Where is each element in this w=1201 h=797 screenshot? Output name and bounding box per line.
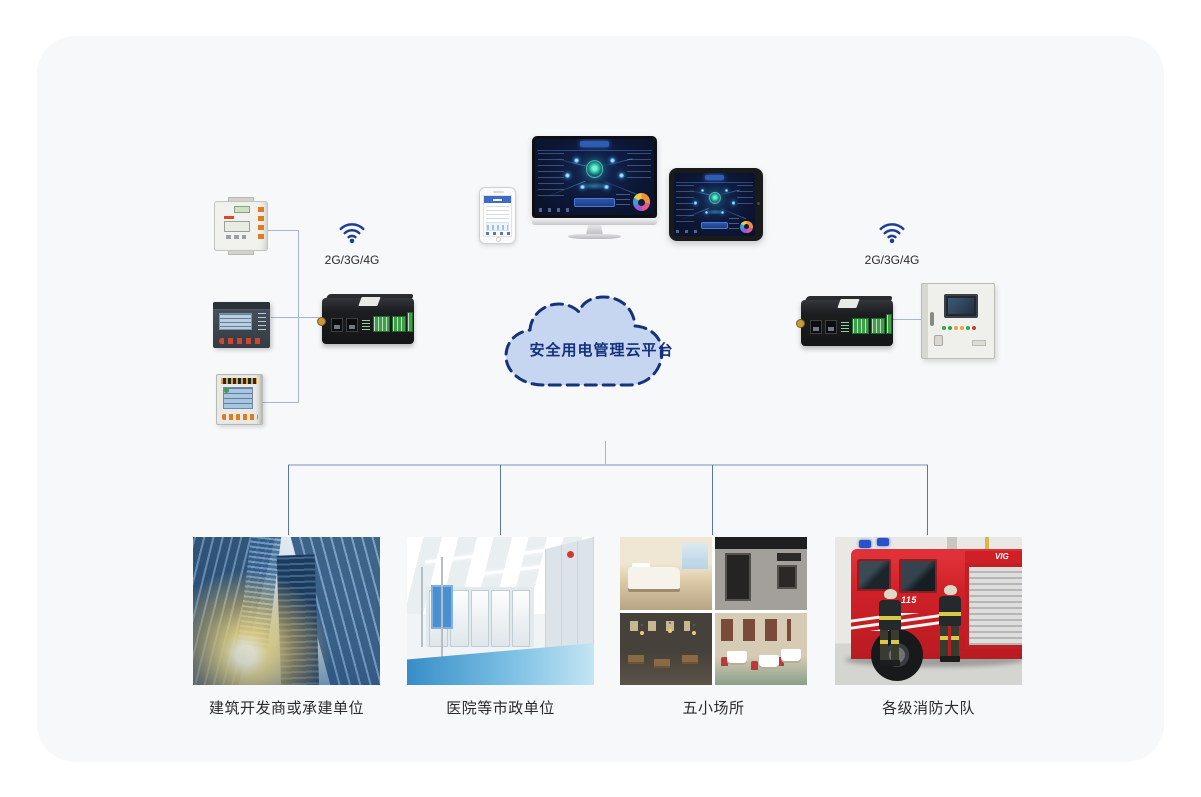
gateway-cabinet-link [890, 319, 921, 320]
dashboard-screen [535, 139, 654, 215]
meter3-link [260, 402, 299, 403]
meter1-link [268, 230, 299, 231]
camera-dot [757, 202, 760, 205]
drop-line-4 [927, 465, 928, 535]
tablet [669, 168, 763, 241]
din-rail-energy-meter [214, 197, 268, 255]
fire-truck-number: 115 [901, 595, 917, 605]
home-button [495, 236, 501, 242]
right-network-label: 2G/3G/4G [864, 253, 920, 267]
cabinet-screen [944, 294, 978, 318]
wifi-icon [877, 220, 907, 244]
terminal-block [373, 316, 390, 332]
beacon-light [877, 538, 889, 546]
drop-line-1 [288, 465, 289, 535]
ethernet-port [331, 318, 343, 332]
left-network-label: 2G/3G/4G [324, 253, 380, 267]
smartphone [479, 187, 516, 244]
sector-label-fire-brigades: 各级消防大队 [881, 700, 975, 717]
terminal-block [886, 314, 892, 334]
firefighter [937, 585, 963, 662]
monitor-stand [586, 225, 603, 235]
antenna-connector [318, 318, 325, 325]
left-4g-gateway [318, 294, 416, 346]
ethernet-port [825, 320, 837, 334]
truck-windshield [857, 559, 891, 591]
square-multifunction-meter [216, 374, 263, 425]
sun-flare [193, 567, 363, 685]
meter-lcd [219, 313, 252, 330]
dining-hall-photo [715, 612, 807, 685]
alarm-light [567, 551, 574, 558]
indicator-lights [942, 326, 982, 331]
cloud-stem-line [605, 441, 606, 465]
distribution-trunk-line [288, 464, 928, 466]
truck-door-window [899, 559, 937, 593]
fire-control-cabinet [921, 283, 995, 359]
donut-chart [740, 220, 753, 233]
sector-label-small-venues: 五小场所 [682, 700, 745, 717]
ethernet-port [346, 318, 358, 332]
beacon-light [859, 540, 871, 548]
meter-lcd [223, 387, 253, 409]
meter2-gateway-link [271, 317, 319, 318]
desktop-monitor [532, 136, 657, 240]
meter-buttons [222, 414, 258, 420]
storefront-photo [715, 537, 807, 610]
photo-fire-brigade: 115 VIG [835, 537, 1022, 685]
terminal-block [871, 318, 885, 334]
equipment-shutter [965, 563, 1022, 649]
restaurant-photo [620, 612, 712, 685]
drop-line-2 [500, 465, 501, 535]
cabinet-handle [930, 312, 934, 326]
cabinet-lock [934, 335, 943, 346]
monitor-screen [532, 136, 657, 218]
terminal-column [258, 207, 264, 241]
status-leds [362, 320, 370, 332]
donut-chart [632, 193, 651, 212]
photo-buildings [193, 537, 380, 685]
meter-lcd [224, 221, 250, 232]
meter-display [234, 206, 250, 213]
phone-screen [483, 195, 512, 237]
ethernet-port [810, 320, 822, 334]
photo-hospital [407, 537, 594, 685]
dashboard-screen [674, 173, 755, 236]
cloud-platform-label: 安全用电管理云平台 [529, 342, 674, 359]
antenna-connector [797, 320, 804, 327]
sector-label-hospitals: 医院等市政单位 [446, 700, 555, 717]
hotel-room-photo [620, 537, 712, 610]
photo-small-venues [620, 537, 807, 685]
wifi-icon [337, 220, 367, 244]
terminal-block [407, 312, 413, 332]
meter-buttons [219, 338, 263, 344]
cloud-platform: 安全用电管理云平台 [499, 295, 704, 392]
terminal-block [852, 318, 869, 334]
panel-power-meter [213, 302, 270, 348]
terminal-block [392, 316, 406, 332]
left-bus-line [298, 230, 299, 402]
status-leds [841, 322, 849, 334]
fire-truck-brand-text: VIG [995, 552, 1009, 561]
sector-label-developers: 建筑开发商或承建单位 [208, 700, 364, 717]
drop-line-3 [712, 465, 713, 535]
firefighter [877, 589, 903, 666]
right-4g-gateway [797, 296, 895, 348]
